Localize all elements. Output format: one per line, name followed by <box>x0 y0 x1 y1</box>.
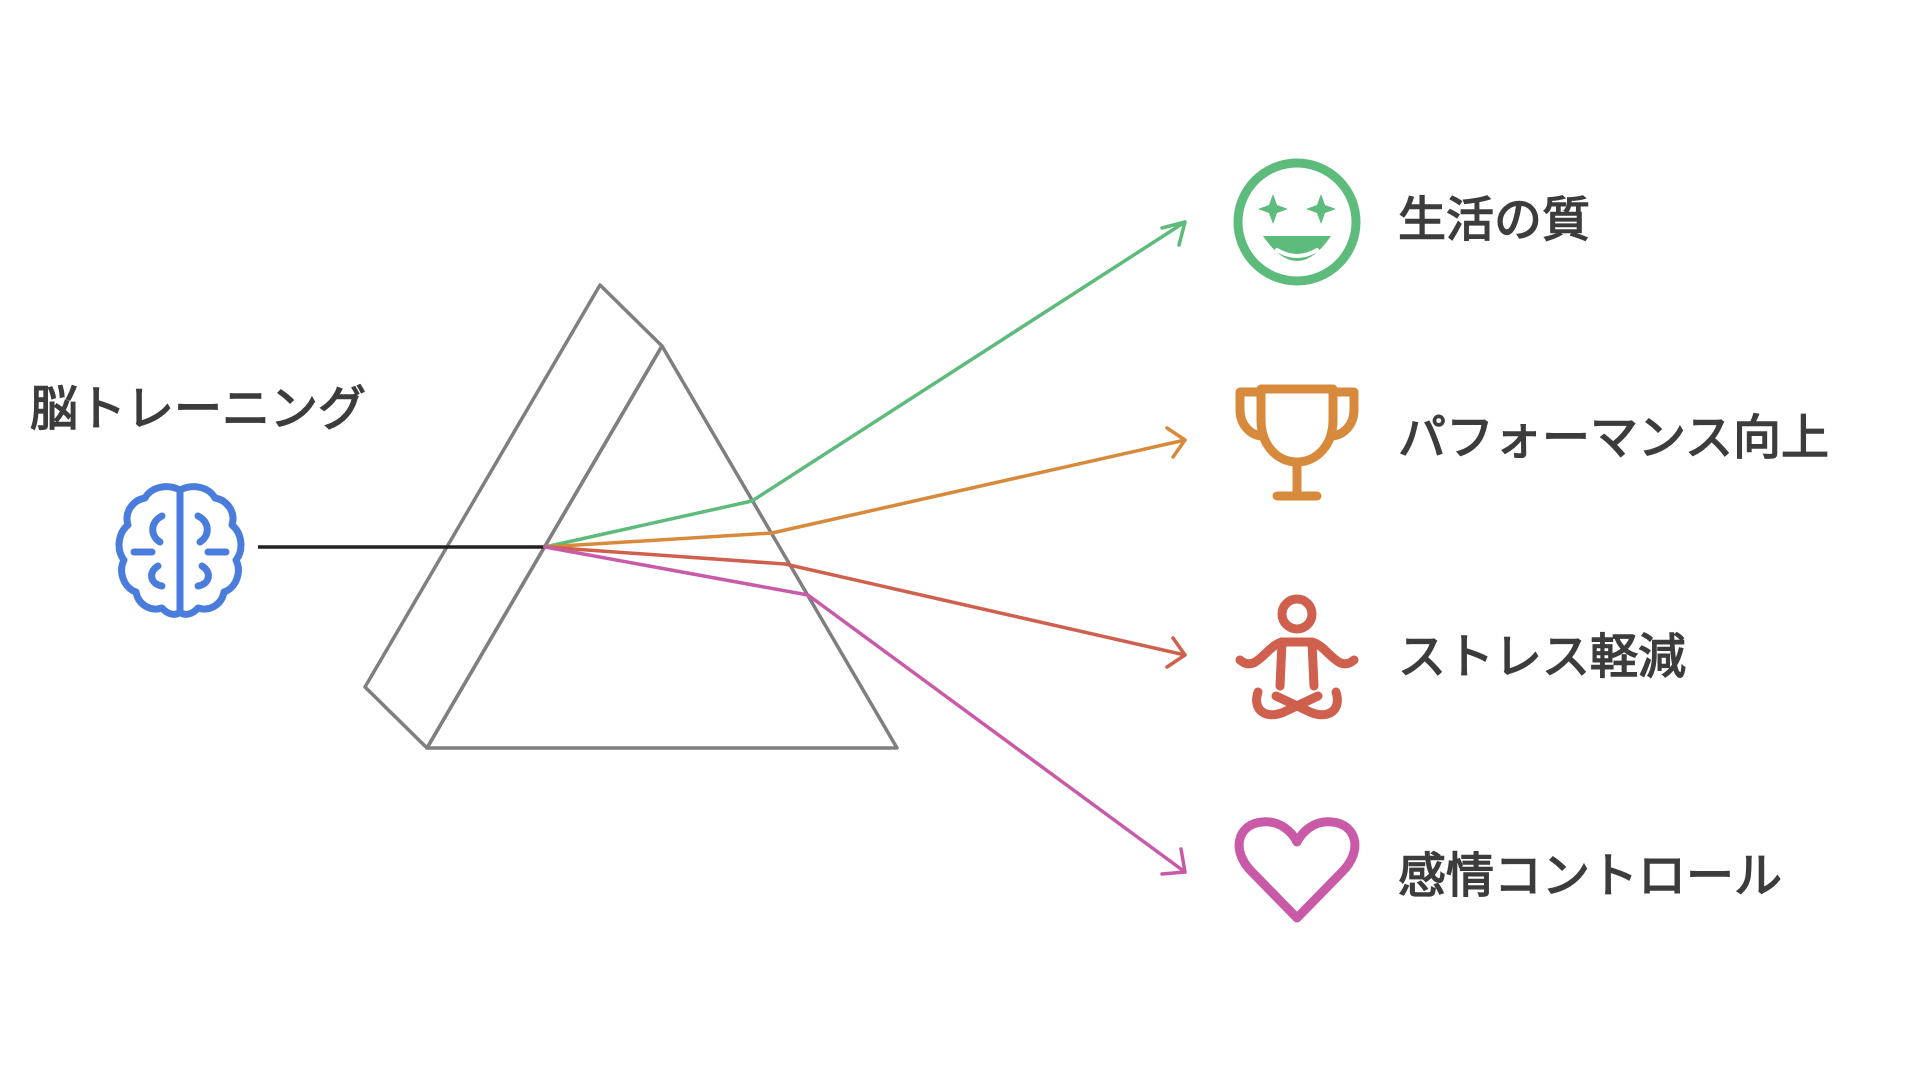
output-label-emotion-control: 感情コントロール <box>1398 848 1783 904</box>
source-label: 脳トレーニング <box>30 381 367 437</box>
beam-quality-of-life <box>543 220 1187 549</box>
output-label-performance: パフォーマンス向上 <box>1398 410 1830 466</box>
output-label-quality-of-life: 生活の質 <box>1398 192 1591 248</box>
arrowheads <box>1160 220 1187 876</box>
meditation-icon <box>1235 594 1359 720</box>
brain-icon <box>115 483 245 618</box>
trophy-icon <box>1235 384 1359 501</box>
output-beams <box>543 220 1187 874</box>
prism-shape <box>363 283 899 750</box>
arrowhead-emotion-control <box>1160 847 1187 876</box>
arrowhead-stress-reduction <box>1165 636 1187 669</box>
arrowhead-performance <box>1165 426 1187 459</box>
beam-stress-reduction <box>543 545 1187 657</box>
heart-icon <box>1234 817 1360 923</box>
beam-emotion-control <box>543 545 1187 874</box>
prism-back-face <box>363 283 664 750</box>
output-label-stress-reduction: ストレス軽減 <box>1398 629 1687 685</box>
star-eyes-smile-icon <box>1233 158 1361 286</box>
arrowhead-quality-of-life <box>1160 220 1187 247</box>
beam-performance <box>543 438 1187 549</box>
